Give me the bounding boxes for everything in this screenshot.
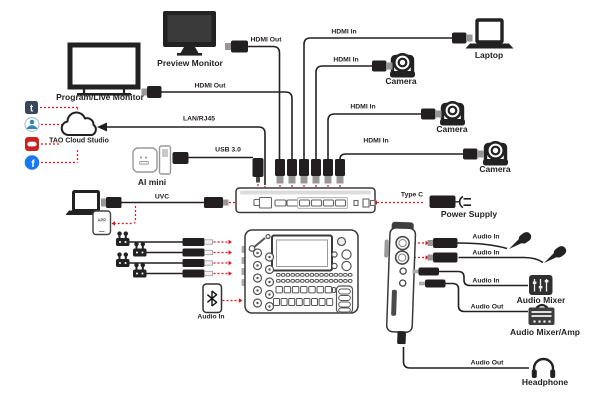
usb-dongle-icon <box>158 145 172 175</box>
power-supply-label: Power Supply <box>440 209 498 219</box>
usb-plug-ai-mini <box>172 152 189 164</box>
hdmi-out-port-1 <box>274 199 287 207</box>
headphone-plug <box>397 330 406 345</box>
cloud-icon <box>60 111 97 136</box>
smartphone-app-icon <box>92 210 112 236</box>
aux-port <box>353 199 359 207</box>
hdmi-in-port-3 <box>322 199 335 207</box>
preview-monitor-icon <box>163 11 216 56</box>
hdmi-plug-icons <box>141 32 484 160</box>
ai-mini-icon <box>132 147 158 173</box>
hdmi-in-laptop-label: HDMI In <box>331 28 357 36</box>
hdmi-in-cam2-label: HDMI In <box>350 103 376 111</box>
hdmi-in-port-1 <box>298 199 311 207</box>
type-c-port <box>369 199 376 207</box>
usb-plug-uvc-left <box>101 197 122 208</box>
ai-mini-label: AI mini <box>137 177 167 187</box>
jack-plug-mixer-in <box>412 267 439 276</box>
facebook-icon: f <box>24 155 40 170</box>
tao-cloud-label: TAO Cloud Studio <box>49 137 109 145</box>
audio-mixer-amp-icon <box>528 303 555 325</box>
audio-in-mic2-label: Audio In <box>472 249 500 257</box>
usb-3-0-label: USB 3.0 <box>215 146 241 154</box>
console-right-knobs <box>331 236 352 272</box>
laptop-label: Laptop <box>474 50 504 60</box>
bluetooth-phone-icon <box>202 283 223 314</box>
lan-arrowhead <box>97 122 107 132</box>
audio-in-mixer-label: Audio In <box>472 277 500 285</box>
hdmi-in-port-4 <box>334 199 347 207</box>
camera-icon-3 <box>483 141 508 166</box>
preview-monitor-label: Preview Monitor <box>157 58 223 68</box>
hdmi-plug-preview-out <box>225 40 248 53</box>
switcher-rear-panel <box>235 187 376 214</box>
usb-plug-uvc-right <box>204 197 229 208</box>
console-fader <box>335 285 354 314</box>
lan-rj45-label: LAN/RJ45 <box>182 115 216 123</box>
hdmi-in-cam1-label: HDMI In <box>333 56 359 64</box>
line-out-jack <box>398 279 407 287</box>
microphone-icon-1 <box>509 232 532 249</box>
jack-plug-mixer-out <box>419 279 446 288</box>
laptop-icon <box>465 18 514 49</box>
camera-icon-1 <box>390 53 415 78</box>
social-icon-1: t <box>25 101 38 115</box>
power-switch <box>362 198 370 208</box>
hdmi-in-cam3-label: HDMI In <box>363 137 389 145</box>
cables <box>97 37 544 369</box>
power-adapter-icon <box>429 195 471 209</box>
switcher-top-view <box>241 229 359 314</box>
t-bar-lever <box>252 237 266 249</box>
usb-plug-vertical <box>252 158 264 183</box>
hdmi-out-port-2 <box>286 199 299 207</box>
side-wheel <box>384 239 389 258</box>
console-knobs <box>252 248 275 312</box>
headphone-label: Headphone <box>521 377 569 387</box>
hdmi-plug-program-out <box>141 86 162 98</box>
switcher-side-view <box>384 221 417 345</box>
audio-mixer-icon <box>529 275 553 295</box>
type-c-label: Type C <box>400 191 424 199</box>
hdmi-plug-cam2 <box>421 108 442 120</box>
line-in-jack <box>399 267 407 275</box>
hdmi-out-preview-label: HDMI Out <box>250 36 282 44</box>
hdmi-plug-cam3 <box>463 148 484 160</box>
xlr-plug-2 <box>427 252 458 263</box>
xlr-plug-1 <box>427 238 458 248</box>
hdmi-plug-cam1 <box>372 60 393 72</box>
audio-out-headphone-label: Audio Out <box>470 359 504 367</box>
console-small-buttons <box>273 273 353 306</box>
social-icon-user <box>24 117 40 132</box>
program-monitor-label: Program/Live Monitor <box>56 92 144 102</box>
youtube-icon <box>25 137 39 151</box>
uvc-label: UVC <box>154 193 170 201</box>
power-plug-icon <box>458 195 471 209</box>
camera-1-label: Camera <box>385 76 417 86</box>
audio-in-mic1-label: Audio In <box>472 233 500 241</box>
jack-plug-icons-left <box>182 238 213 278</box>
headphone-icon <box>531 357 556 378</box>
social-icon-1-glyph: t <box>30 104 34 115</box>
app-phone-label: APP <box>97 217 107 223</box>
bluetooth-icon <box>206 290 218 307</box>
camera-icon-2 <box>440 101 465 126</box>
microphone-icon-2 <box>544 246 567 263</box>
audio-mixer-amp-label: Audio Mixer/Amp <box>510 327 580 337</box>
side-branding-strip <box>391 289 397 316</box>
audio-out-amp-label: Audio Out <box>470 303 504 311</box>
bluetooth-audio-in-label: Audio In <box>197 313 225 321</box>
rj45-port <box>258 196 273 209</box>
program-monitor-icon <box>67 42 141 96</box>
facebook-icon-glyph: f <box>31 158 35 170</box>
hdmi-plugs-vertical <box>252 158 345 184</box>
wireless-mic-icons <box>116 231 147 278</box>
camera-3-label: Camera <box>479 164 511 174</box>
hdmi-in-port-2 <box>310 199 323 207</box>
camera-2-label: Camera <box>436 124 468 134</box>
audio-mixer-label: Audio Mixer <box>516 295 566 305</box>
hdmi-plug-laptop <box>452 32 473 44</box>
hdmi-out-program-label: HDMI Out <box>194 82 226 90</box>
